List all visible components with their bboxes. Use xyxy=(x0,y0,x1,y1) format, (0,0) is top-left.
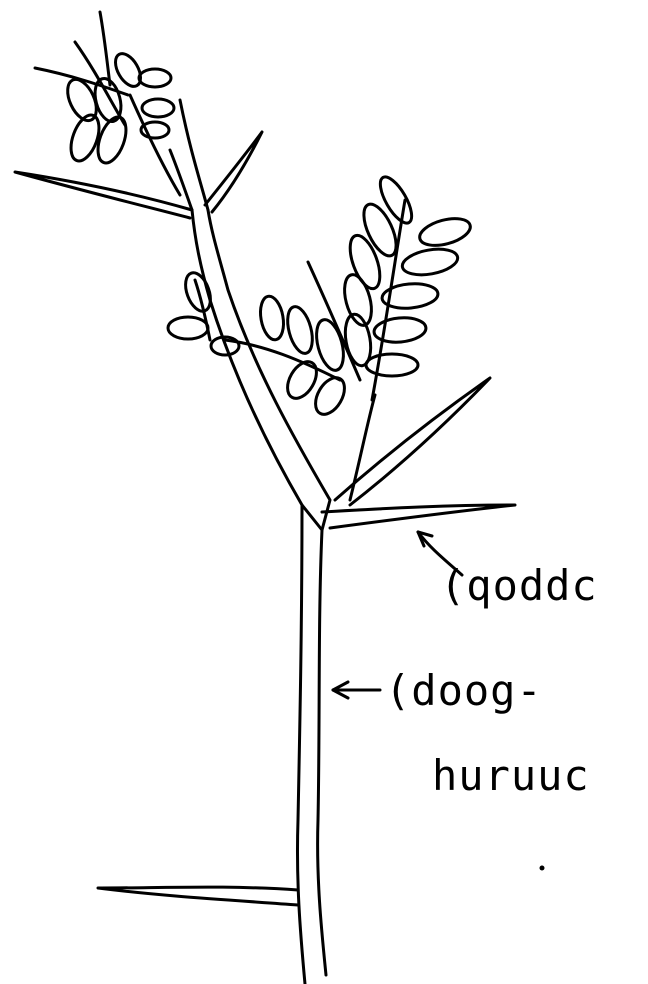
thorn-upper-right xyxy=(335,378,490,505)
thorn-top-left xyxy=(15,172,192,218)
stray-dot xyxy=(540,866,545,871)
leaf-cluster-top xyxy=(35,12,180,195)
thorn-labelled xyxy=(322,505,515,528)
leaf-cluster-right xyxy=(225,172,473,500)
thorn-lower xyxy=(98,887,298,905)
stem-label-line2: huruuc xyxy=(432,751,590,800)
stem-label-line1: (doog- xyxy=(385,666,543,715)
main-stem xyxy=(170,100,330,984)
leaf-cluster-left xyxy=(168,269,239,355)
thorn-top-right xyxy=(205,132,262,212)
thorn-label: (qoddc xyxy=(440,561,598,610)
